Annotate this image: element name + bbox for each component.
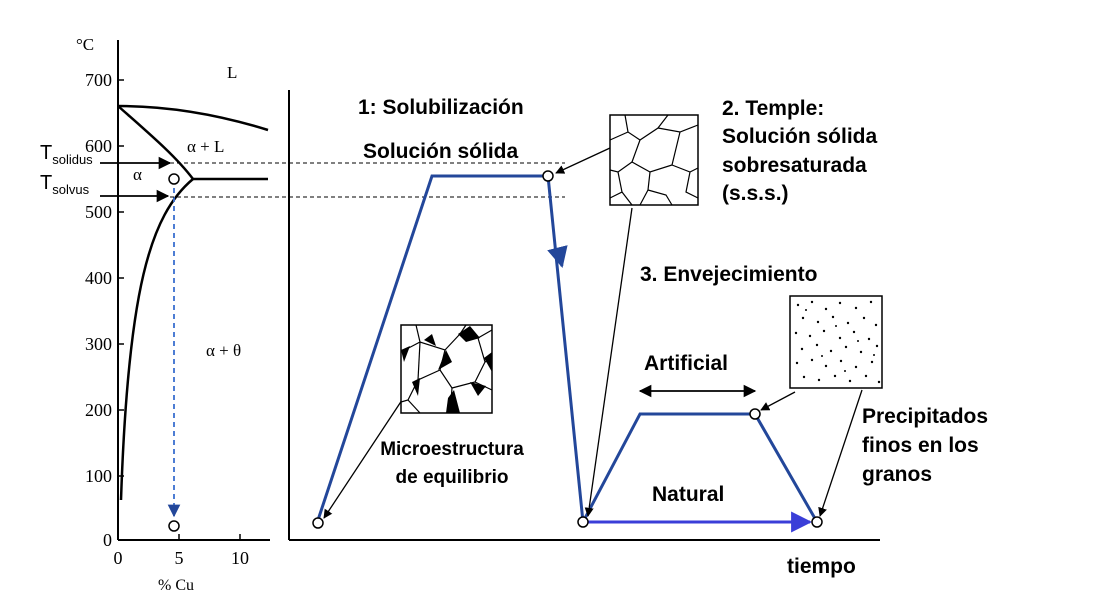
- sss-pointer-top: [555, 147, 611, 174]
- artificial-end-point: [749, 408, 761, 420]
- region-alpha-liquid-label: α + L: [187, 137, 224, 156]
- x-tick-label: 0: [114, 548, 123, 568]
- step2-line: 2. Temple:: [722, 97, 824, 120]
- solvus-line: [119, 178, 194, 501]
- artificial-label: Artificial: [644, 352, 728, 375]
- liquidus-line: [117, 104, 269, 132]
- precipitates-microstructure-image: [789, 295, 883, 389]
- region-alpha-label: α: [133, 165, 142, 184]
- solution-treatment-curve: [316, 174, 585, 523]
- step3-title: 3. Envejecimiento: [640, 263, 817, 286]
- natural-label: Natural: [652, 483, 724, 506]
- precip-pointer-top: [760, 391, 796, 411]
- y-tick-label: 100: [85, 466, 112, 486]
- micro-eq-pointer: [323, 384, 413, 519]
- t-solvus-label: Tsolvus: [40, 172, 90, 197]
- y-tick-label: 300: [85, 334, 112, 354]
- step2-line: (s.s.s.): [722, 182, 789, 205]
- y-tick-label: 500: [85, 202, 112, 222]
- composition-point-low: [168, 520, 180, 532]
- y-tick-label: 200: [85, 400, 112, 420]
- precip-line: finos en los: [862, 434, 979, 457]
- precip-line: granos: [862, 463, 932, 486]
- step2-line: Solución sólida: [722, 125, 878, 148]
- quench-end-point: [577, 516, 589, 528]
- natural-end-point: [811, 516, 823, 528]
- t-solidus-label: Tsolidus: [40, 142, 93, 167]
- precip-line: Precipitados: [862, 405, 988, 428]
- phase-diagram: 700 600 500 400 300 200 100 0 °C 0 5 10 …: [40, 35, 270, 594]
- phase-x-axis-label: % Cu: [158, 577, 194, 594]
- region-liquid-label: L: [227, 63, 237, 82]
- start-point: [312, 517, 324, 529]
- x-tick-label: 10: [231, 548, 249, 568]
- y-tick-label: 700: [85, 70, 112, 90]
- micro-eq-line: Microestructura: [380, 439, 524, 460]
- sss-microstructure-image: [609, 114, 699, 206]
- y-tick-label: 0: [103, 530, 112, 550]
- x-tick-label: 5: [175, 548, 184, 568]
- artificial-aging-curve: [581, 412, 819, 523]
- step2-line: sobresaturada: [722, 154, 867, 177]
- solution-point: [542, 170, 554, 182]
- composition-point-high: [168, 173, 180, 185]
- region-alpha-theta-label: α + θ: [206, 341, 241, 360]
- process-diagram: tiempo 1: Solubilización Solución sólida…: [170, 90, 988, 578]
- micro-eq-line: de equilibrio: [396, 467, 509, 488]
- sss-pointer-bottom: [584, 207, 633, 517]
- equilibrium-microstructure-image: [400, 324, 493, 414]
- step1-title: 1: Solubilización: [358, 96, 524, 119]
- precip-pointer-bottom: [818, 389, 863, 517]
- quench-arrow: [547, 245, 568, 269]
- temperature-unit-label: °C: [76, 35, 94, 54]
- step1-subtitle: Solución sólida: [363, 140, 519, 163]
- y-tick-label: 400: [85, 268, 112, 288]
- y-tick-label: 600: [85, 136, 112, 156]
- process-x-axis-label: tiempo: [787, 555, 856, 578]
- solidus-line: [117, 105, 194, 180]
